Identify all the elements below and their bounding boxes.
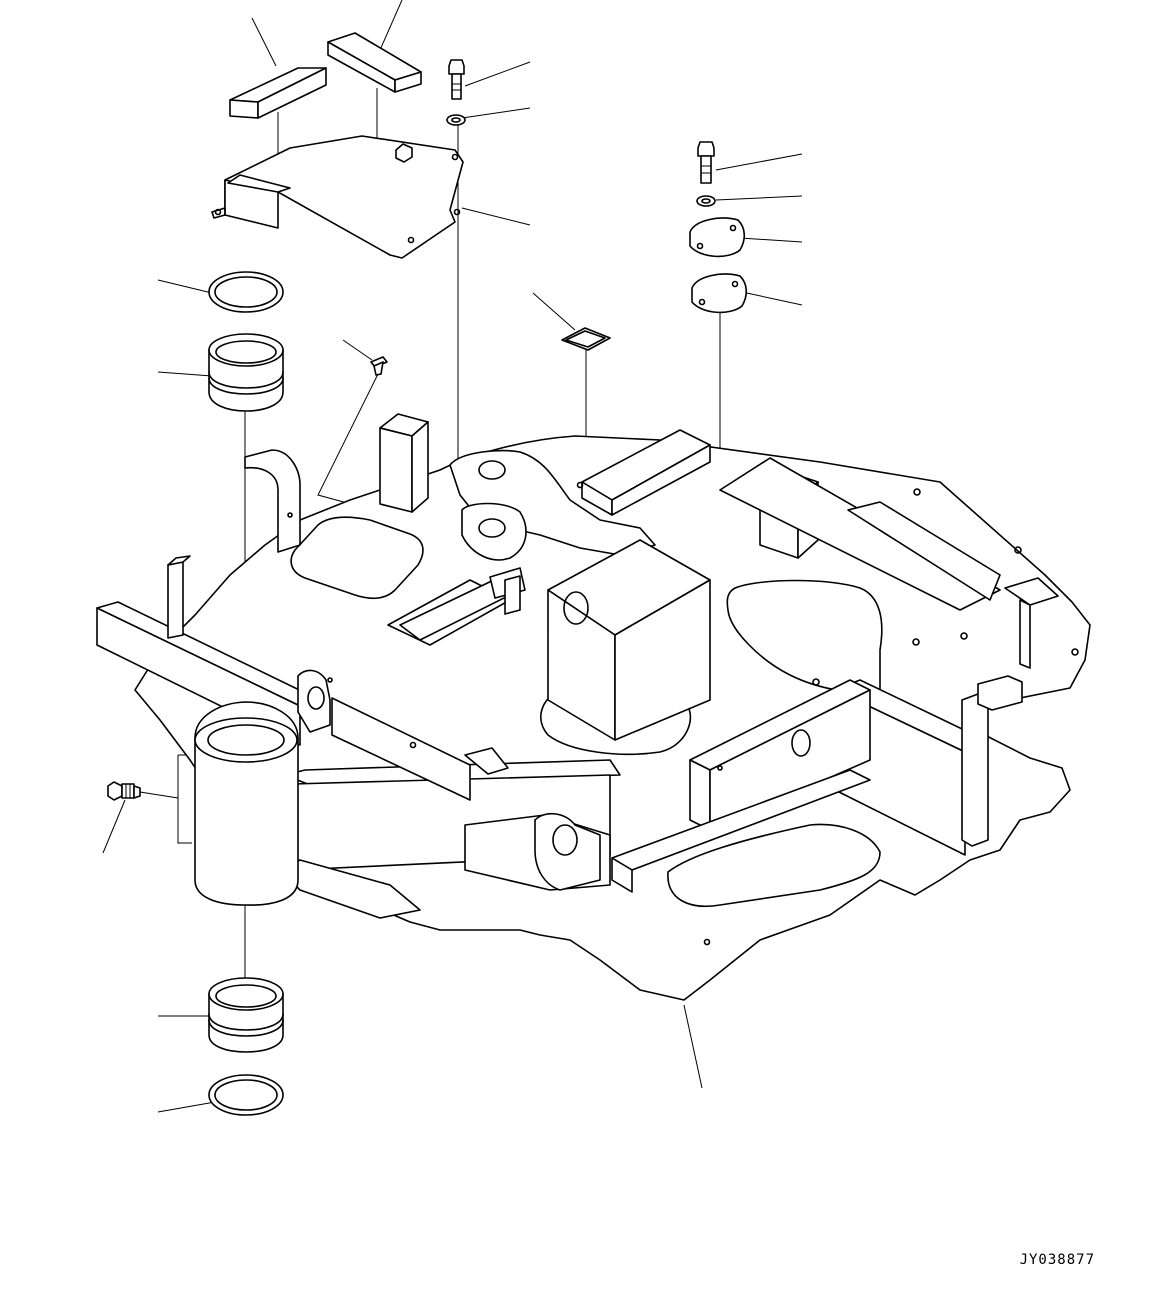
bolt-right	[697, 141, 715, 184]
grease-fitting	[107, 781, 141, 801]
swing-post	[194, 701, 299, 906]
seal-ring-top	[208, 271, 284, 313]
leader-line-grease-fitting	[102, 799, 126, 854]
cutout-left-upper	[290, 516, 424, 600]
frame-holes	[287, 481, 1079, 946]
leader-line-frame	[683, 1004, 703, 1089]
leader-line-seal-top	[157, 279, 213, 294]
bushing-bottom	[208, 977, 284, 1053]
washer-left	[446, 114, 466, 126]
leader-line-small-screw	[342, 339, 373, 361]
left-front-post	[167, 561, 184, 639]
seal-ring-bottom	[208, 1074, 284, 1116]
boom-arm-lug	[297, 669, 331, 733]
right-rear-post	[1004, 577, 1059, 606]
leader-line-bolt-left	[464, 61, 531, 87]
right-top-rail	[719, 457, 1001, 611]
spacer-plates	[229, 32, 422, 119]
right-vertical-post	[961, 693, 989, 847]
leader-line-bushing-top	[157, 371, 213, 377]
center-box-right	[614, 579, 711, 741]
leader-line-washer-left	[461, 107, 531, 119]
cap-lower	[691, 273, 748, 314]
bushing-top	[208, 333, 284, 412]
leader-line-seal-bottom	[157, 1101, 216, 1113]
leader-line-cap-upper	[739, 237, 803, 243]
drawing-id-label: JY038877	[1019, 1252, 1095, 1268]
left-rear-bracket	[244, 449, 301, 553]
revolving-frame	[96, 413, 1091, 1001]
leader-line-spacer-right	[379, 0, 403, 51]
leader-line-spacer-left	[251, 17, 277, 67]
leader-line-washer-right	[715, 195, 803, 201]
leader-line-cap-lower	[741, 291, 803, 306]
label-plate	[561, 327, 611, 351]
leader-line-cover-plate	[461, 207, 531, 226]
leader-line-label-plate	[532, 292, 576, 331]
bolt-left	[448, 59, 465, 100]
washer-right	[696, 195, 716, 207]
cover-plate	[211, 135, 464, 259]
small-screw	[370, 356, 388, 376]
leader-lines	[102, 0, 803, 1113]
swing-bracket	[534, 812, 601, 891]
cutout-front	[667, 823, 881, 907]
leader-line-bolt-right	[715, 153, 803, 171]
cap-upper	[689, 217, 746, 258]
